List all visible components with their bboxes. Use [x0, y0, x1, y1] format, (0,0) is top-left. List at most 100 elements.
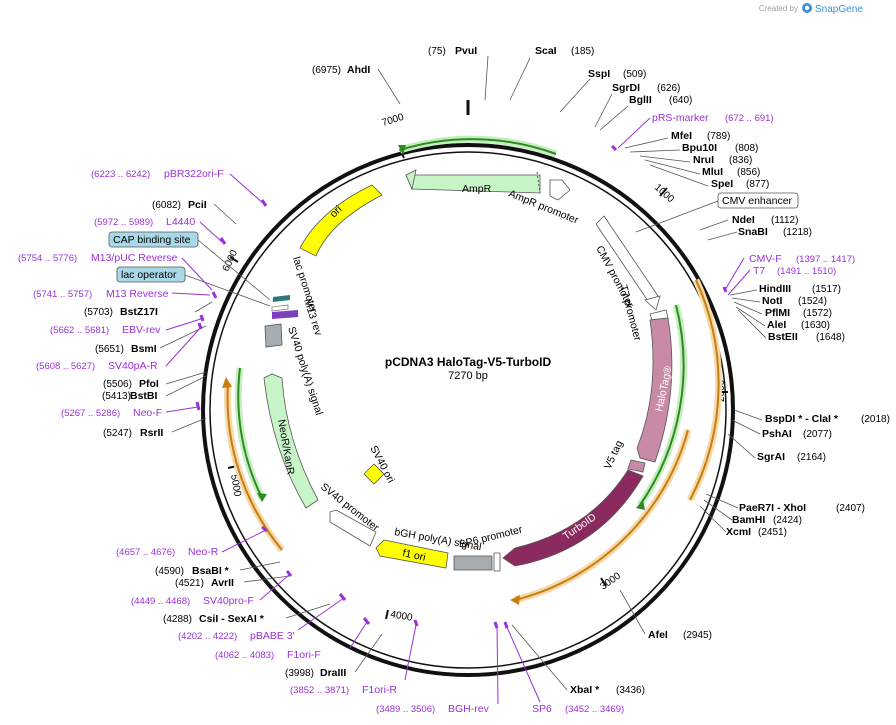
feature-lac-promoter — [271, 295, 298, 319]
feature-halotag — [636, 317, 673, 463]
feature-label-sv40-polya: SV40 poly(A) signal — [285, 325, 325, 416]
primer-name-neo-f: Neo-F — [133, 407, 162, 419]
enzyme-pos-bsabi: (4590) — [155, 566, 184, 577]
primer-pos-bgh-rev: (3489 .. 3506) — [376, 704, 435, 715]
enzyme-name-xbai: XbaI * — [570, 684, 600, 696]
feature-neor-kanr — [263, 373, 319, 509]
orf-arc-top — [398, 135, 558, 158]
enzyme-name-paer7i-xhoi: PaeR7I - XhoI — [739, 502, 806, 514]
primer-name-m13-puc-reverse: M13/pUC Reverse — [91, 252, 178, 264]
feature-label-t7-promoter: T7 promoter — [617, 284, 644, 343]
feature-label-ampr-promoter: AmpR promoter — [507, 188, 581, 227]
enzyme-pos-scai: (185) — [571, 46, 594, 57]
feature-label-m13-rev: M13 rev — [301, 297, 324, 337]
orf-arc-left-green — [234, 367, 267, 502]
primer-name-ebv-rev: EBV-rev — [122, 324, 161, 336]
feature-turboid — [502, 469, 644, 567]
primer-pos-pbr322ori-f: (6223 .. 6242) — [91, 169, 150, 180]
enzyme-name-pvui: PvuI — [455, 45, 477, 57]
primer-name-t7: T7 — [753, 265, 765, 277]
primer-name-f1ori-f: F1ori-F — [287, 649, 321, 661]
primer-pos-m13-puc-reverse: (5754 .. 5776) — [18, 253, 77, 264]
enzyme-name-pcii: PciI — [188, 199, 207, 211]
enzyme-pos-sspi: (509) — [623, 69, 646, 80]
enzyme-name-draiii: DraIII — [320, 667, 346, 679]
enzyme-name-bglii: BglII — [629, 94, 652, 106]
feature-f1-ori — [375, 539, 449, 569]
enzyme-name-bstz17i: BstZ17I — [120, 306, 158, 318]
enzyme-pos-csii-sexai: (4288) — [163, 614, 192, 625]
orf-arc-right-green — [636, 304, 688, 510]
snapgene-logo-icon — [802, 3, 812, 13]
feature-label-v5-tag: V5 tag — [602, 439, 626, 472]
primer-pos-f1ori-r: (3852 .. 3871) — [290, 685, 349, 696]
primer-name-sp6: SP6 — [532, 703, 552, 715]
primer-marks — [195, 144, 728, 629]
primer-name-cmv-f: CMV-F — [749, 253, 782, 265]
enzyme-pos-mfei: (789) — [707, 131, 730, 142]
orf-arc-right-orange — [686, 278, 723, 502]
enzyme-name-mfei: MfeI — [671, 130, 692, 142]
enzyme-pos-rsrii: (5247) — [103, 428, 132, 439]
primer-pos-neo-f: (5267 .. 5286) — [61, 408, 120, 419]
enzyme-pos-pfoi: (5506) — [103, 379, 132, 390]
primer-name-pbabe-3: pBABE 3' — [250, 630, 295, 642]
enzyme-pos-sgrdi: (626) — [657, 83, 680, 94]
enzyme-name-sgrai: SgrAI — [757, 451, 785, 463]
primer-name-m13-reverse: M13 Reverse — [106, 288, 169, 300]
svg-text:lac operator: lac operator — [121, 269, 177, 281]
enzyme-name-bspdi-clai: BspDI * - ClaI * — [765, 413, 839, 425]
enzyme-pos-noti: (1524) — [798, 296, 827, 307]
primer-pos-sv40pa-r: (5608 .. 5627) — [36, 361, 95, 372]
feature-ampr — [405, 169, 541, 194]
svg-text:CMV enhancer: CMV enhancer — [722, 195, 793, 207]
enzyme-name-scai: ScaI — [535, 45, 557, 57]
enzyme-pos-pcii: (6082) — [152, 200, 181, 211]
orf-arc-left-orange — [222, 377, 285, 553]
enzyme-pos-afei: (2945) — [683, 630, 712, 641]
feature-sv40-promoter — [329, 509, 377, 547]
enzyme-pos-pshai: (2077) — [803, 429, 832, 440]
enzyme-pos-ndei: (1112) — [771, 215, 798, 226]
enzyme-pos-alei: (1630) — [801, 320, 830, 331]
enzyme-name-alei: AleI — [767, 319, 786, 331]
feature-label-f1-ori: f1 ori — [401, 547, 426, 564]
enzyme-name-bsteii: BstEII — [768, 331, 798, 343]
enzyme-pos-bamhi: (2424) — [773, 515, 802, 526]
feature-v5-tag — [627, 459, 646, 473]
tick-label-1000: 1000 — [652, 182, 676, 205]
enzyme-name-snabi: SnaBI — [738, 226, 768, 238]
primer-leaders — [165, 117, 751, 705]
enzyme-name-sspi: SspI — [588, 68, 610, 80]
primer-pos-cmv-f: (1397 .. 1417) — [796, 254, 855, 265]
enzyme-name-csii-sexai: CsiI - SexAI * — [199, 613, 265, 625]
plasmid-length: 7270 bp — [448, 370, 488, 382]
primer-name-sv40pro-f: SV40pro-F — [203, 595, 254, 607]
enzyme-pos-draiii: (3998) — [285, 668, 314, 679]
backbone — [201, 100, 735, 677]
primer-pos-sp6: (3452 .. 3469) — [565, 704, 624, 715]
enzyme-name-xcmi: XcmI — [726, 526, 751, 538]
feature-label-ampr: AmpR — [462, 183, 492, 195]
enzyme-name-nrui: NruI — [693, 154, 714, 166]
primer-name-bgh-rev: BGH-rev — [448, 703, 490, 715]
enzyme-pos-bsteii: (1648) — [816, 332, 845, 343]
primer-pos-sv40pro-f: (4449 .. 4468) — [131, 596, 190, 607]
enzyme-name-mlui: MluI — [702, 166, 723, 178]
feature-sv40-ori — [363, 463, 385, 485]
tick-label-7000: 7000 — [381, 112, 406, 129]
primer-name-neo-r: Neo-R — [188, 546, 219, 558]
primer-pos-neo-r: (4657 .. 4676) — [116, 547, 175, 558]
enzyme-pos-bsmi: (5651) — [95, 344, 124, 355]
enzyme-name-pshai: PshAI — [762, 428, 792, 440]
enzyme-name-ndei: NdeI — [732, 214, 755, 226]
plasmid-name: pCDNA3 HaloTag-V5-TurboID — [385, 355, 552, 369]
enzyme-pos-bpu10i: (808) — [735, 143, 758, 154]
enzyme-pos-pflmi: (1572) — [803, 308, 832, 319]
primer-name-prs-marker: pRS-marker — [652, 112, 709, 124]
enzyme-name-spei: SpeI — [711, 178, 733, 190]
enzyme-pos-paer7i-xhoi: (2407) — [836, 503, 865, 514]
cmv-enhancer-box: CMV enhancer — [635, 192, 799, 233]
primer-pos-l4440: (5972 .. 5989) — [94, 217, 153, 228]
